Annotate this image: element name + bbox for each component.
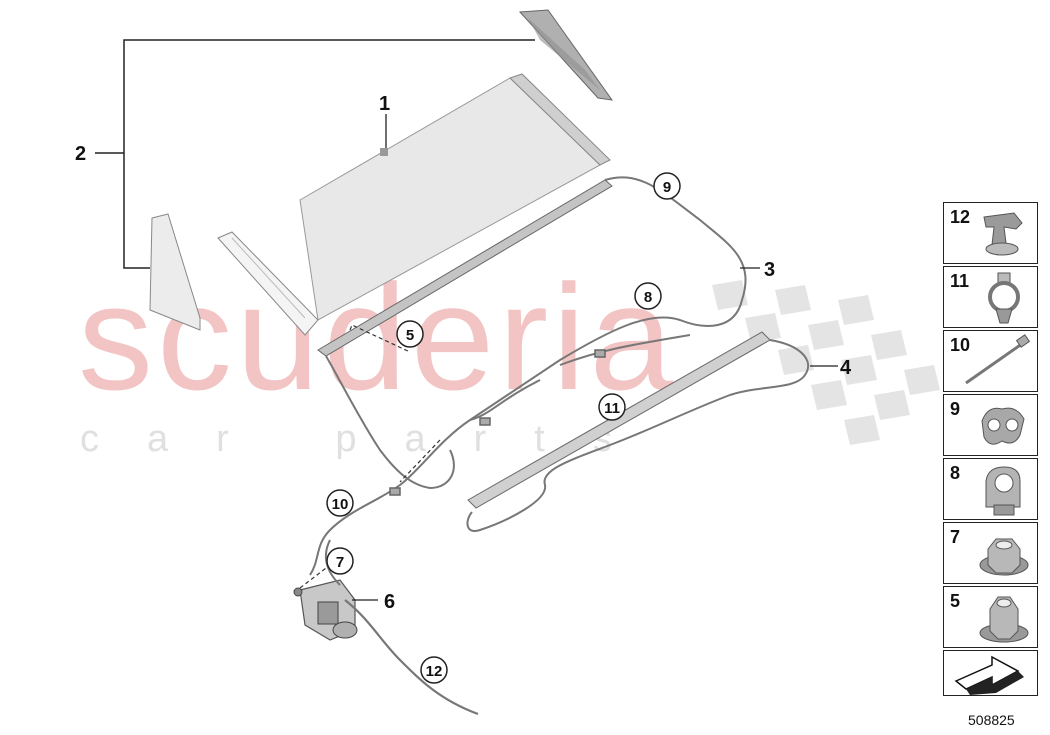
legend-item-8: 8 bbox=[943, 458, 1038, 520]
legend-item-12: 12 bbox=[943, 202, 1038, 264]
direction-arrow-icon bbox=[954, 655, 1024, 695]
svg-text:11: 11 bbox=[604, 400, 620, 417]
circled-callout-11: 11 bbox=[598, 393, 626, 421]
legend-item-11: 11 bbox=[943, 266, 1038, 328]
svg-text:9: 9 bbox=[663, 179, 671, 196]
checkered-flag-watermark bbox=[712, 280, 940, 445]
legend-item-5: 5 bbox=[943, 586, 1038, 648]
circled-callout-7: 7 bbox=[326, 547, 354, 575]
circled-callout-10: 10 bbox=[326, 489, 354, 517]
cable-tie-icon bbox=[965, 334, 1031, 385]
motor-actuator bbox=[293, 539, 479, 716]
circled-callout-5: 5 bbox=[396, 320, 424, 348]
circled-callout-12: 12 bbox=[420, 656, 448, 684]
callout-2-bracket bbox=[95, 39, 535, 269]
svg-text:5: 5 bbox=[406, 327, 414, 344]
clip-icon bbox=[983, 212, 1023, 256]
flange-nut-icon bbox=[979, 596, 1029, 643]
diagram-id: 508825 bbox=[968, 712, 1015, 728]
side-panel-left bbox=[149, 213, 201, 331]
callout-2: 2 bbox=[75, 143, 86, 165]
svg-text:8: 8 bbox=[644, 289, 652, 306]
callout-4: 4 bbox=[840, 357, 852, 379]
circled-callout-9: 9 bbox=[653, 172, 681, 200]
cable-holder-icon bbox=[988, 272, 1020, 324]
double-clip-icon bbox=[981, 407, 1025, 445]
callout-1: 1 bbox=[379, 93, 390, 115]
wiring-harness bbox=[309, 176, 747, 576]
callout-3: 3 bbox=[764, 259, 775, 281]
legend-direction-box bbox=[943, 650, 1038, 696]
svg-text:12: 12 bbox=[426, 663, 443, 680]
roller-blind bbox=[217, 73, 613, 357]
hex-nut-icon bbox=[979, 538, 1029, 576]
legend-item-7: 7 bbox=[943, 522, 1038, 584]
circled-callout-8: 8 bbox=[634, 282, 662, 310]
legend-item-9: 9 bbox=[943, 394, 1038, 456]
drain-rail bbox=[466, 331, 810, 532]
snap-clip-icon bbox=[985, 466, 1021, 516]
legend-item-10: 10 bbox=[943, 330, 1038, 392]
callout-6: 6 bbox=[384, 591, 395, 613]
svg-text:10: 10 bbox=[332, 496, 349, 513]
svg-text:7: 7 bbox=[336, 554, 344, 571]
